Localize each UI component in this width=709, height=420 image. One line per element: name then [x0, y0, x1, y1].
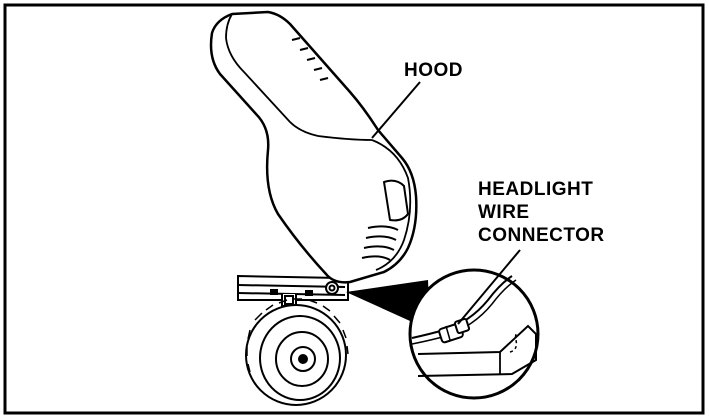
- hood-leader-line: [371, 81, 421, 139]
- hood: [209, 10, 418, 284]
- connector-leader-line: [457, 249, 521, 325]
- figure-border: [3, 3, 705, 415]
- connector-detail-circle: [408, 268, 540, 400]
- connector-label-line-2: WIRE: [478, 202, 530, 223]
- connector-label-line-1: HEADLIGHT: [478, 179, 593, 200]
- connector-label-line-3: CONNECTOR: [478, 225, 605, 246]
- tractor-frame: [237, 274, 349, 307]
- hood-label: HOOD: [404, 60, 463, 81]
- front-wheel: [245, 298, 349, 406]
- callout-wedge: [346, 280, 430, 330]
